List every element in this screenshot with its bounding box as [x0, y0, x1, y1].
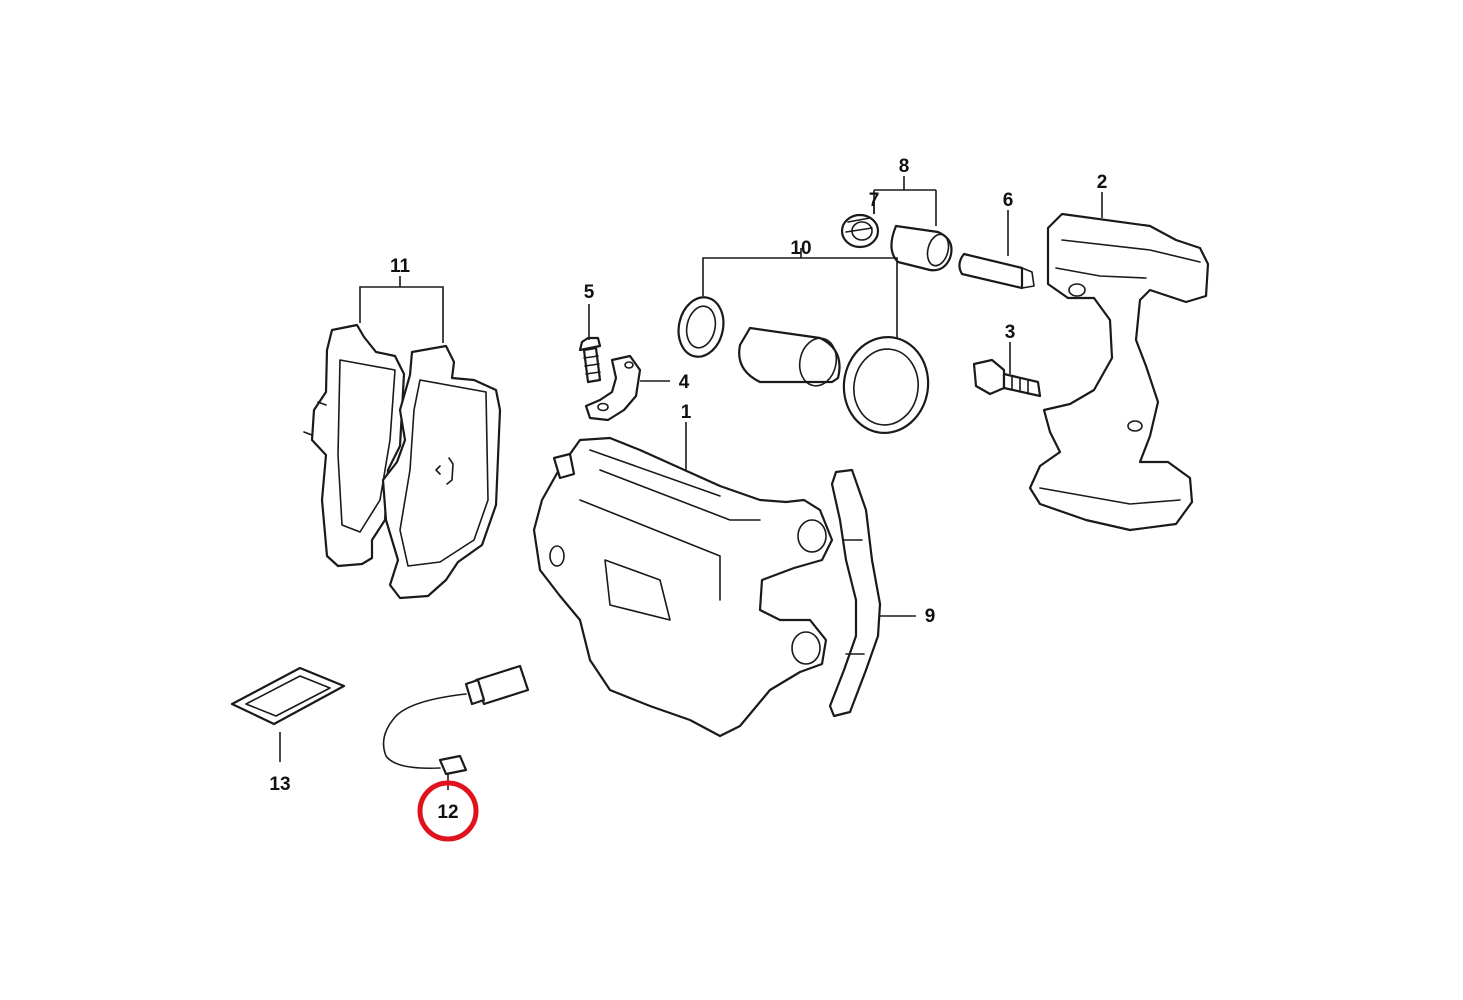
callout-labels: 1 2 3 4 5 6 7 8 9 10 11 12 13 [269, 156, 1107, 823]
caliper-carrier [1028, 212, 1210, 532]
hex-bolt [972, 358, 1042, 398]
callout-7: 7 [869, 190, 880, 211]
bracket-clip [584, 354, 642, 422]
bleeder-screw [578, 336, 602, 384]
brake-pad-set [303, 323, 502, 600]
callout-3: 3 [1005, 322, 1016, 343]
callout-2: 2 [1097, 172, 1108, 193]
brake-pad-front [381, 344, 502, 600]
wear-sensor [382, 664, 530, 776]
piston-kit [677, 296, 930, 434]
guide-bolt [958, 252, 1035, 290]
callout-6: 6 [1003, 190, 1014, 211]
grease-packet [230, 666, 346, 726]
callout-10: 10 [790, 238, 811, 259]
callout-5: 5 [584, 282, 595, 303]
brake-pad-rear [310, 323, 406, 568]
guide-sleeve-set [840, 213, 953, 272]
spring-clip [828, 468, 882, 718]
callout-12: 12 [437, 802, 458, 823]
callout-13: 13 [269, 774, 290, 795]
callout-9: 9 [925, 606, 936, 627]
callout-1: 1 [681, 402, 692, 423]
highlight-ring [417, 780, 479, 842]
leader-lines [279, 176, 1103, 790]
callout-8: 8 [899, 156, 910, 177]
callout-4: 4 [679, 372, 690, 393]
caliper-housing [532, 436, 834, 738]
callout-11: 11 [390, 256, 411, 277]
